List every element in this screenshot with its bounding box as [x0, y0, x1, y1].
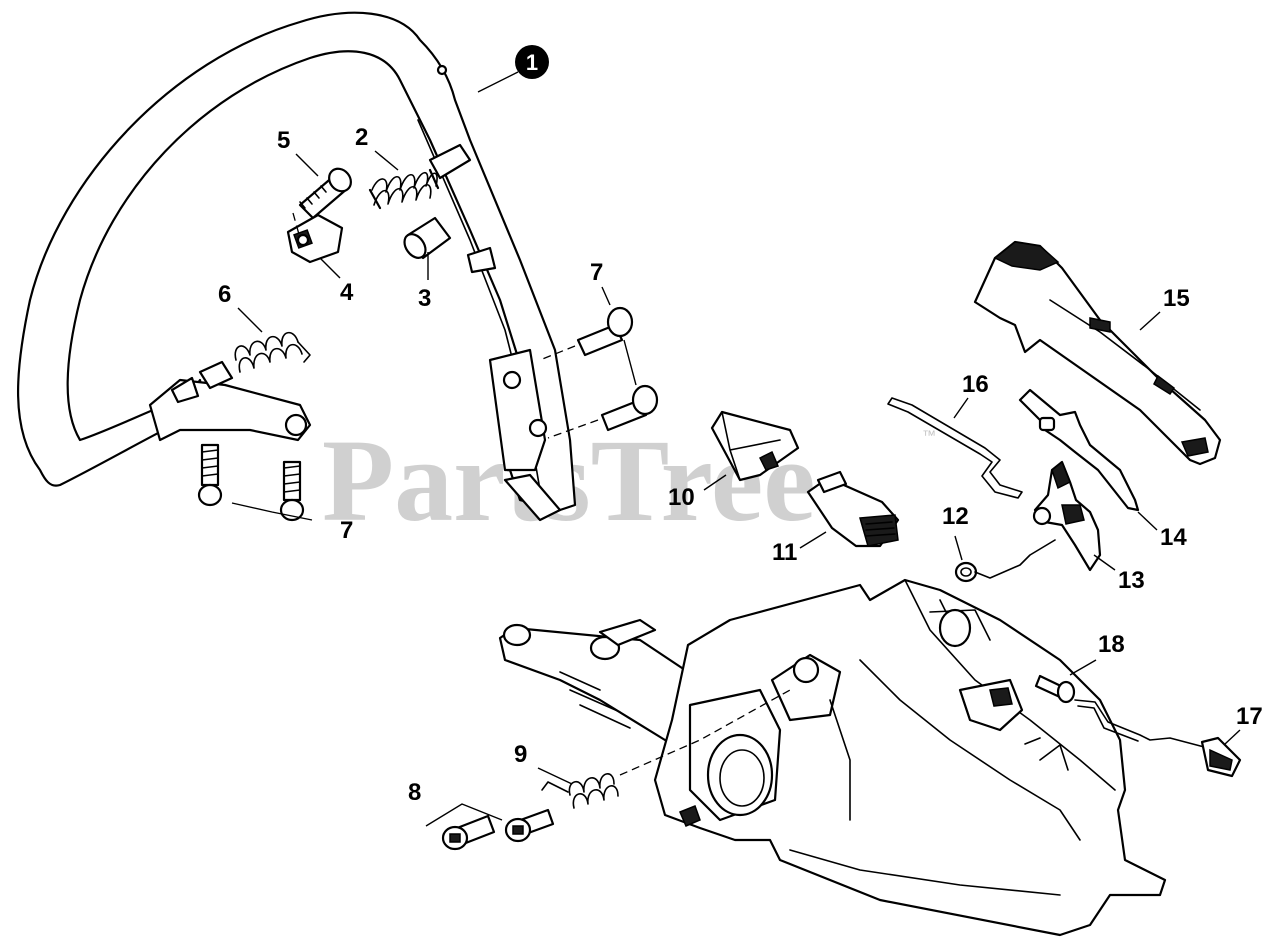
part-12-spring[interactable] — [954, 539, 1056, 583]
part-13-throttle[interactable] — [1032, 460, 1102, 572]
main-handle-housing[interactable] — [498, 578, 1167, 937]
callout-16: 16 — [962, 371, 989, 398]
callout-6: 6 — [218, 281, 231, 308]
part-7-screw-left-a[interactable] — [197, 443, 223, 507]
callout-9: 9 — [514, 741, 527, 768]
callout-7-right: 7 — [590, 259, 603, 286]
part-17-rod[interactable] — [1074, 699, 1242, 778]
callout-3: 3 — [418, 285, 431, 312]
callout-2: 2 — [355, 124, 368, 151]
callout-14: 14 — [1160, 524, 1187, 551]
part-15-handle-cover[interactable] — [973, 240, 1222, 466]
callout-4: 4 — [340, 279, 354, 306]
part-7-screw-right-a[interactable] — [576, 306, 634, 357]
callout-1: 1 — [526, 50, 538, 75]
watermark-trademark: ™ — [922, 427, 936, 443]
callout-10: 10 — [668, 484, 695, 511]
callout-18: 18 — [1098, 631, 1125, 658]
part-8-screw-b[interactable] — [504, 808, 555, 843]
part-7-screw-right-b[interactable] — [600, 384, 659, 432]
callout-8: 8 — [408, 779, 421, 806]
part-16-rod[interactable] — [887, 397, 1023, 499]
callout-17: 17 — [1236, 703, 1263, 730]
part-18-pin[interactable] — [1034, 674, 1076, 704]
part-4-retainer[interactable] — [286, 213, 344, 264]
part-14-latch[interactable] — [1018, 388, 1140, 512]
part-7-screw-left-b[interactable] — [279, 460, 305, 522]
part-9-spring[interactable] — [541, 773, 619, 809]
callout-7-left: 7 — [340, 517, 353, 544]
callout-1-badge: 1 — [477, 45, 549, 93]
callout-5: 5 — [277, 127, 290, 154]
part-3-plunger[interactable] — [400, 216, 452, 262]
part-8-screw-a[interactable] — [441, 814, 496, 851]
callout-13: 13 — [1118, 567, 1145, 594]
part-6-spring[interactable] — [234, 331, 311, 373]
callout-15: 15 — [1163, 285, 1190, 312]
callout-11: 11 — [772, 539, 797, 566]
part-5-screw[interactable] — [298, 164, 355, 220]
part-11-trigger[interactable] — [806, 470, 900, 548]
callout-12: 12 — [942, 503, 969, 530]
part-1-front-handle[interactable] — [17, 11, 577, 522]
part-2-spring[interactable] — [368, 168, 440, 210]
part-10-bracket[interactable] — [710, 410, 800, 482]
